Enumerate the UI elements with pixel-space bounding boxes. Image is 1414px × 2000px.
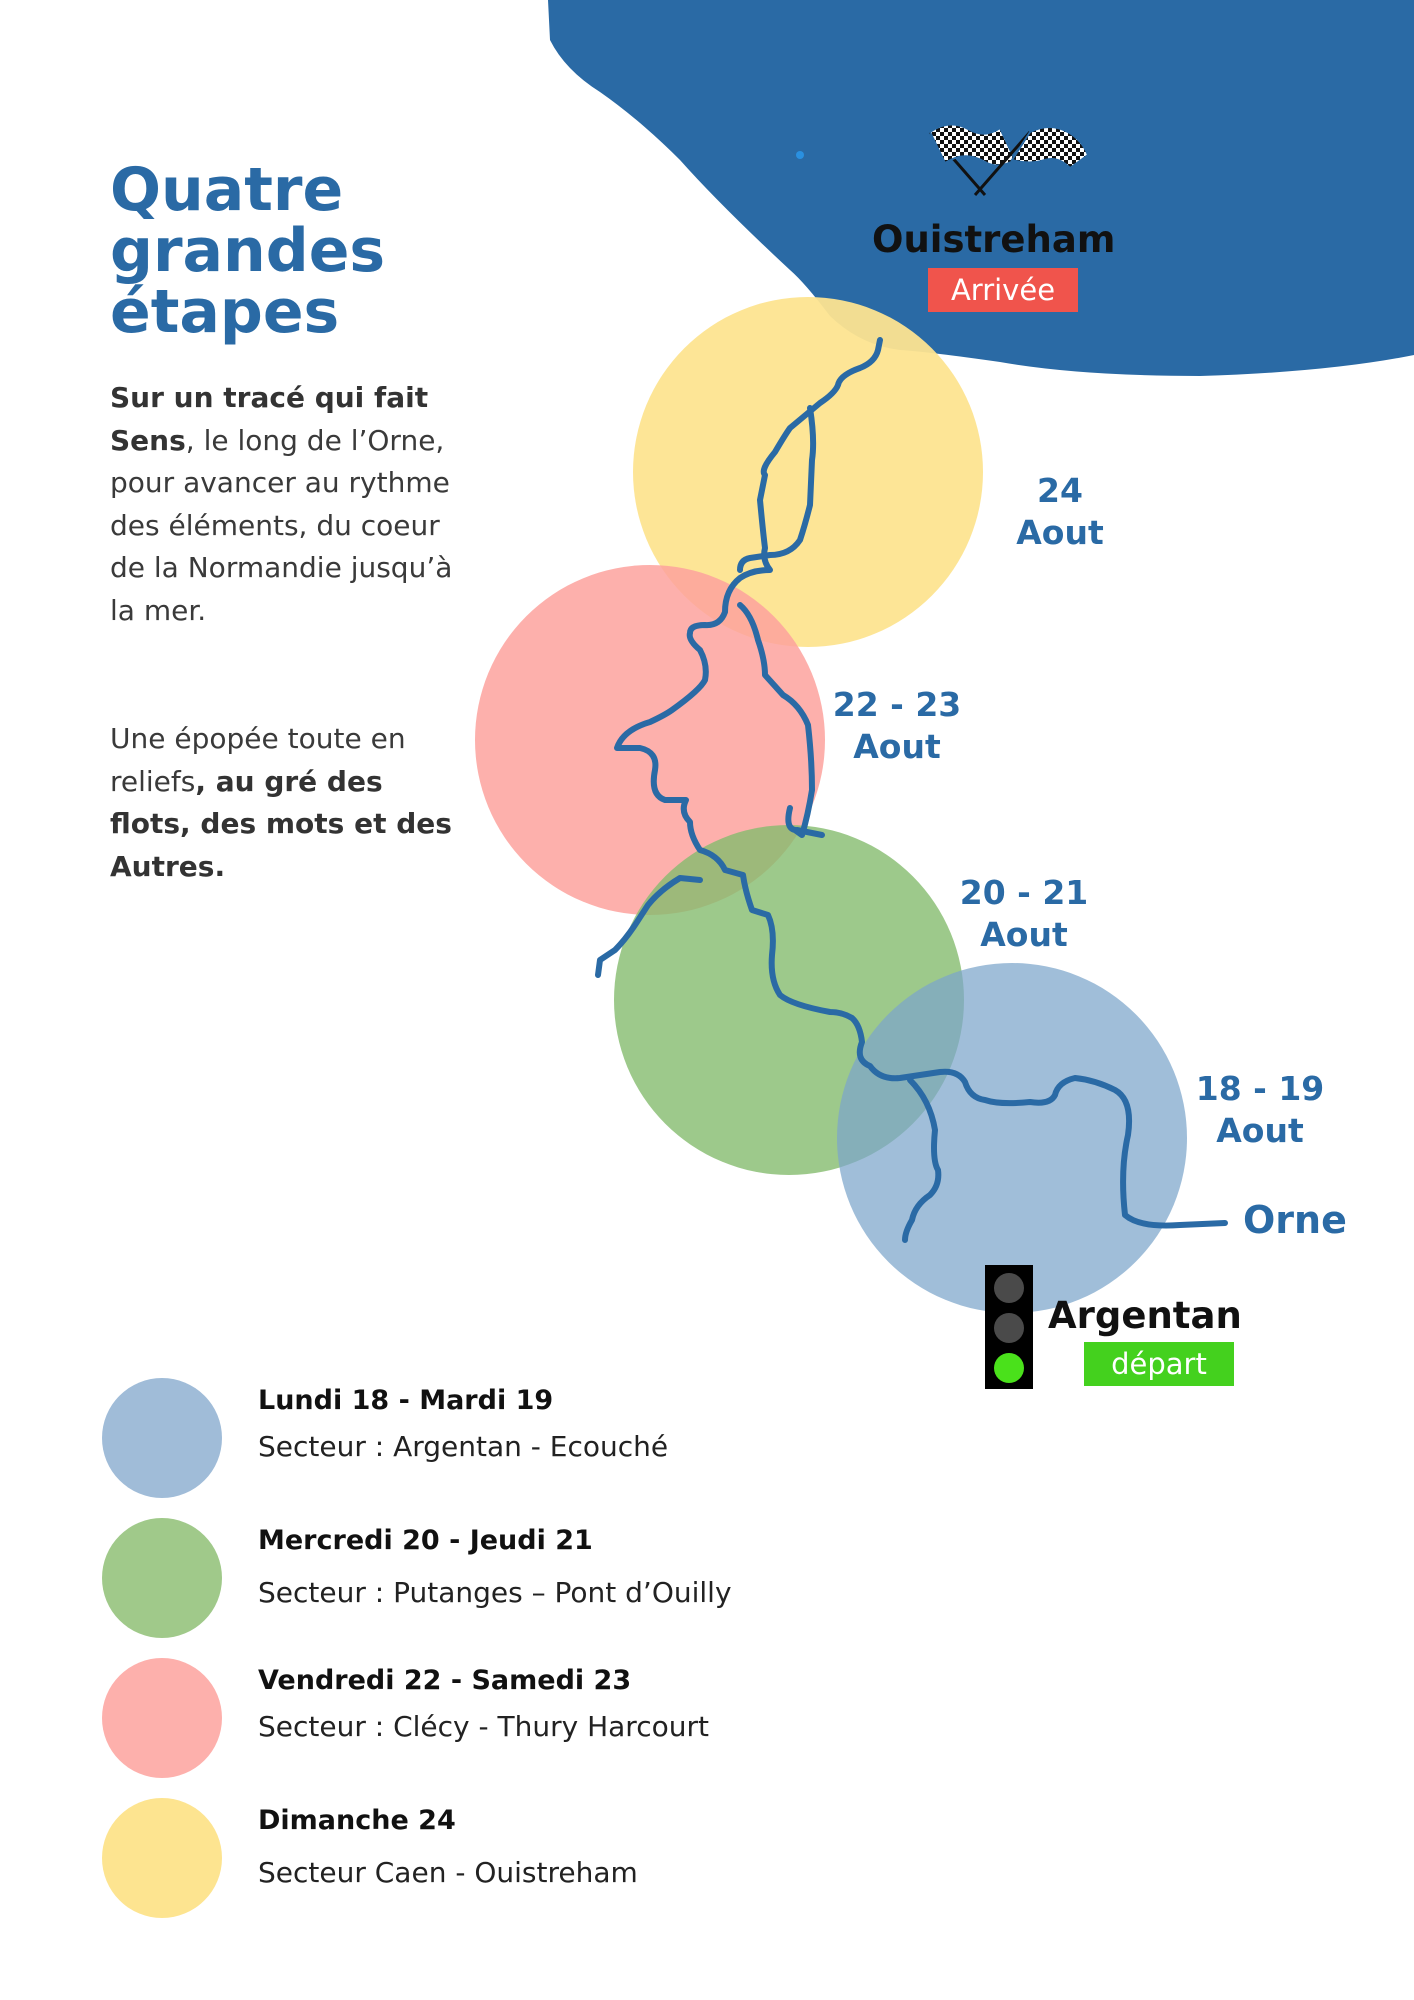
river-branch-west — [595, 875, 703, 978]
page-title: Quatre grandes étapes — [110, 155, 386, 347]
river-branch-upper — [737, 405, 817, 573]
river-branch-side — [794, 827, 825, 838]
finish-tag: Arrivée — [928, 268, 1078, 312]
stage-circle-24 — [633, 297, 983, 647]
legend-day-4: Dimanche 24 — [258, 1805, 456, 1836]
stage-circle-18-19 — [837, 963, 1187, 1313]
sea-dot — [796, 151, 804, 159]
finish-city: Ouistreham — [872, 218, 1116, 261]
river-branch-south — [902, 1077, 942, 1243]
stage-circle-22-23 — [475, 565, 825, 915]
legend-sector-3: Secteur : Clécy - Thury Harcourt — [258, 1710, 709, 1743]
legend-dot-4 — [102, 1798, 222, 1918]
legend-dot-1 — [102, 1378, 222, 1498]
river-label: Orne — [1243, 1198, 1347, 1242]
checkered-flags-icon — [928, 123, 1090, 196]
start-city: Argentan — [1048, 1294, 1242, 1337]
legend-sector-2: Secteur : Putanges – Pont d’Ouilly — [258, 1576, 732, 1609]
legend-sector-1: Secteur : Argentan - Ecouché — [258, 1430, 669, 1463]
legend-dot-2 — [102, 1518, 222, 1638]
intro-paragraph-2: Une épopée toute en reliefs, au gré des … — [110, 722, 452, 883]
legend-day-2: Mercredi 20 - Jeudi 21 — [258, 1525, 593, 1556]
legend-dot-3 — [102, 1658, 222, 1778]
legend-day-3: Vendredi 22 - Samedi 23 — [258, 1665, 632, 1696]
legend-day-1: Lundi 18 - Mardi 19 — [258, 1385, 554, 1416]
river-orne — [614, 337, 1228, 1229]
intro-paragraph-1: Sur un tracé qui fait Sens, le long de l… — [110, 381, 453, 627]
traffic-light-icon — [985, 1265, 1033, 1389]
start-tag: départ — [1084, 1342, 1234, 1386]
legend-sector-4: Secteur Caen - Ouistreham — [258, 1856, 638, 1889]
